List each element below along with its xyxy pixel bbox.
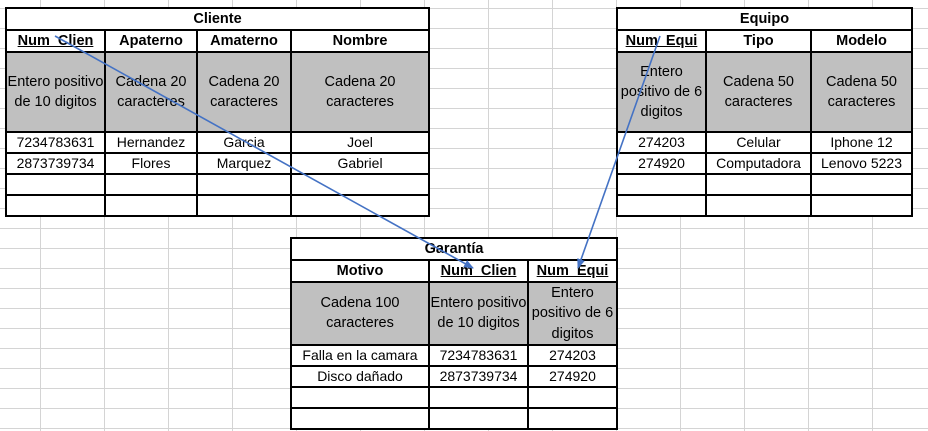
table-cell — [5, 173, 106, 196]
table-cell: Gabriel — [289, 152, 431, 175]
cliente-type-nombre: Cadena 20 caracteres — [289, 51, 431, 133]
garantia-header-motivo: Motivo — [290, 259, 430, 283]
equipo-type-num-equi: Entero positivo de 6 digitos — [616, 51, 707, 133]
table-cell: 2873739734 — [428, 364, 529, 388]
table-cell — [428, 385, 529, 409]
table-cell — [527, 406, 618, 430]
equipo-type-tipo: Cadena 50 caracteres — [705, 51, 812, 133]
table-cell — [5, 194, 106, 217]
table-cell — [196, 194, 292, 217]
table-cell — [810, 173, 913, 196]
equipo-header-num-equi: Num_Equi — [616, 29, 707, 53]
table-cell: Marquez — [196, 152, 292, 175]
table-cell: Falla en la camara — [290, 343, 430, 367]
cliente-table-title: Cliente — [4, 7, 431, 31]
table-cell — [290, 385, 430, 409]
cliente-header-nombre: Nombre — [289, 29, 431, 53]
table-cell — [810, 194, 913, 217]
table-cell: 7234783631 — [428, 343, 529, 367]
table-row — [616, 194, 913, 217]
table-cell — [527, 385, 618, 409]
garantia-header-num-equi: Num_Equi — [527, 259, 618, 283]
equipo-type-modelo: Cadena 50 caracteres — [810, 51, 913, 133]
table-cell — [705, 194, 812, 217]
table-row: 274203 Celular Iphone 12 — [616, 131, 913, 154]
table-cell — [705, 173, 812, 196]
table-cell — [289, 194, 431, 217]
table-row — [290, 385, 618, 409]
table-row: Falla en la camara 7234783631 274203 — [290, 343, 618, 367]
table-cell: 274203 — [527, 343, 618, 367]
garantia-header-num-clien: Num_Clien — [428, 259, 529, 283]
cliente-table: Cliente Num_Clien Apaterno Amaterno Nomb… — [4, 7, 431, 217]
table-cell — [428, 406, 529, 430]
table-cell: 274920 — [616, 152, 707, 175]
cliente-header-apaterno: Apaterno — [104, 29, 198, 53]
garantia-table: Garantía Motivo Num_Clien Num_Equi Caden… — [290, 237, 618, 430]
table-row: 7234783631 Hernandez Garcia Joel — [5, 131, 431, 154]
table-row: Disco dañado 2873739734 274920 — [290, 364, 618, 388]
table-cell — [616, 194, 707, 217]
table-row: 2873739734 Flores Marquez Gabriel — [5, 152, 431, 175]
table-cell — [196, 173, 292, 196]
cliente-type-amaterno: Cadena 20 caracteres — [196, 51, 292, 133]
table-cell: 274203 — [616, 131, 707, 154]
table-row — [5, 173, 431, 196]
table-row — [290, 406, 618, 430]
table-cell: Garcia — [196, 131, 292, 154]
table-cell: Iphone 12 — [810, 131, 913, 154]
table-cell: Disco dañado — [290, 364, 430, 388]
table-cell: 2873739734 — [5, 152, 106, 175]
garantia-type-num-clien: Entero positivo de 10 digitos — [428, 281, 529, 346]
table-cell: Computadora — [705, 152, 812, 175]
table-cell: 7234783631 — [5, 131, 106, 154]
table-cell — [290, 406, 430, 430]
table-cell: Hernandez — [104, 131, 198, 154]
table-cell — [104, 173, 198, 196]
garantia-table-title: Garantía — [290, 237, 618, 261]
equipo-header-tipo: Tipo — [705, 29, 812, 53]
table-row: 274920 Computadora Lenovo 5223 — [616, 152, 913, 175]
table-cell: Lenovo 5223 — [810, 152, 913, 175]
equipo-table-title: Equipo — [616, 7, 913, 31]
table-cell: Celular — [705, 131, 812, 154]
cliente-header-num-clien: Num_Clien — [5, 29, 106, 53]
garantia-type-num-equi: Entero positivo de 6 digitos — [527, 281, 618, 346]
table-cell — [616, 173, 707, 196]
table-cell — [104, 194, 198, 217]
table-cell: Flores — [104, 152, 198, 175]
garantia-type-motivo: Cadena 100 caracteres — [290, 281, 430, 346]
table-row — [5, 194, 431, 217]
table-cell — [289, 173, 431, 196]
table-cell: Joel — [289, 131, 431, 154]
table-cell: 274920 — [527, 364, 618, 388]
cliente-header-amaterno: Amaterno — [196, 29, 292, 53]
cliente-type-num-clien: Entero positivo de 10 digitos — [5, 51, 106, 133]
equipo-table: Equipo Num_Equi Tipo Modelo Entero posit… — [616, 7, 913, 217]
table-row — [616, 173, 913, 196]
equipo-header-modelo: Modelo — [810, 29, 913, 53]
cliente-type-apaterno: Cadena 20 caracteres — [104, 51, 198, 133]
